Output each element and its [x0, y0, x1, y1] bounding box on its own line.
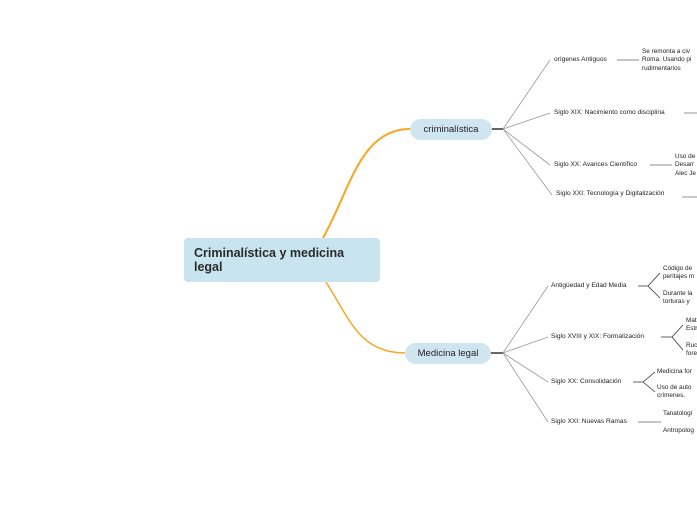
- node-siglo-xx-consolidacion[interactable]: Siglo XX: Consolidación: [551, 378, 622, 385]
- note-siglo-xx[interactable]: Uso de Desarr Alec Je: [675, 153, 696, 177]
- node-origenes-antiguos[interactable]: orígenes Antiguos: [554, 56, 607, 63]
- root-label: Criminalística y medicina legal: [194, 246, 345, 274]
- note-antiguedad-1[interactable]: Código de peritajes m: [663, 265, 695, 281]
- node-siglo-xxi-tecnologia[interactable]: Siglo XXI: Tecnología y Digitalización: [556, 190, 665, 197]
- node-antiguedad-edad-media[interactable]: Antigüedad y Edad Media: [551, 282, 627, 289]
- branch-criminalistica[interactable]: criminalística: [410, 119, 492, 140]
- root-node[interactable]: Criminalística y medicina legal: [184, 238, 380, 282]
- node-siglo-xxi-nuevas-ramas[interactable]: Siglo XXI: Nuevas Ramas: [551, 418, 627, 425]
- note-formalizacion-1[interactable]: Mat Estr: [686, 317, 697, 333]
- connector-root-medicina: [325, 281, 406, 354]
- note-origenes[interactable]: Se remonta a civ Roma. Usando pi rudimen…: [642, 48, 692, 72]
- branch-label: criminalística: [423, 124, 479, 135]
- connector-root-criminalistica: [322, 128, 411, 239]
- note-nuevas-ramas-2[interactable]: Antropolog: [663, 427, 694, 434]
- note-consolidacion-1[interactable]: Medicina for: [657, 368, 692, 375]
- node-siglo-xviii-xix[interactable]: Siglo XVIII y XIX: Formalización: [551, 333, 645, 340]
- node-siglo-xix-nacimiento[interactable]: Siglo XIX: Nacimiento como disciplina: [554, 109, 665, 116]
- branch-medicina-legal[interactable]: Medicina legal: [405, 343, 491, 364]
- node-siglo-xx-avances[interactable]: Siglo XX: Avances Científico: [554, 161, 638, 168]
- note-consolidacion-2[interactable]: Uso de auto crímenes.: [657, 384, 692, 400]
- note-formalizacion-2[interactable]: Ruc fore: [686, 342, 697, 358]
- branch-label: Medicina legal: [417, 348, 479, 359]
- note-nuevas-ramas-1[interactable]: Tanatologí: [663, 410, 693, 417]
- note-antiguedad-2[interactable]: Durante la torturas y: [663, 290, 693, 306]
